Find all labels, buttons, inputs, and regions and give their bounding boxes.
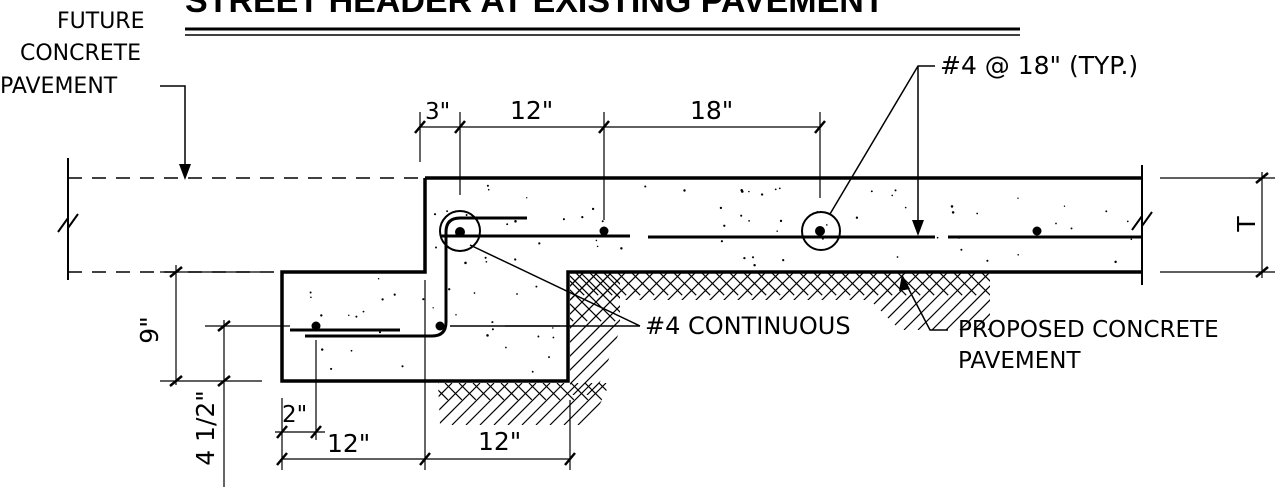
label-future-line2: CONCRETE <box>20 41 141 66</box>
rebar-dots <box>311 226 1042 331</box>
concrete-stipple <box>294 184 1133 373</box>
label-future-line3: PAVEMENT <box>0 74 118 99</box>
leader-proposed-pavement <box>899 274 948 331</box>
leader-future-pavement <box>160 85 191 180</box>
soil-hatch <box>438 272 990 425</box>
extension-lines <box>160 112 1275 470</box>
leader-rebar-spacing <box>829 65 935 236</box>
rebar-hooked-bar <box>305 216 461 338</box>
dim-bottom-12in-b: 12" <box>478 427 521 456</box>
dimension-lines <box>169 120 1269 487</box>
dim-top-18in: 18" <box>690 96 733 125</box>
label-rebar-continuous: #4 CONTINUOUS <box>645 312 851 340</box>
label-proposed-line1: PROPOSED CONCRETE <box>958 317 1219 343</box>
dim-top-12in: 12" <box>510 96 553 125</box>
concrete-section-outline <box>280 165 1153 383</box>
dim-top-3in: 3" <box>425 99 450 125</box>
leader-rebar-continuous <box>450 244 641 327</box>
rebar-horizontal-upper <box>440 216 1142 239</box>
dim-left-4-5in: 4 1/2" <box>191 390 220 466</box>
label-rebar-spacing: #4 @ 18" (TYP.) <box>940 51 1138 80</box>
callout-circle-continuous <box>439 210 481 252</box>
label-future-line1: FUTURE <box>57 9 144 34</box>
callout-circle-typ <box>801 211 841 251</box>
drawing-title: STREET HEADER AT EXISTING PAVEMENT <box>185 0 885 20</box>
dim-thickness-t: T <box>1232 216 1261 233</box>
dim-bottom-2in: 2" <box>282 402 307 428</box>
dim-bottom-12in-a: 12" <box>327 429 370 458</box>
future-pavement-outline <box>57 158 425 280</box>
dim-left-9in: 9" <box>135 316 164 343</box>
label-proposed-line2: PAVEMENT <box>958 348 1082 374</box>
